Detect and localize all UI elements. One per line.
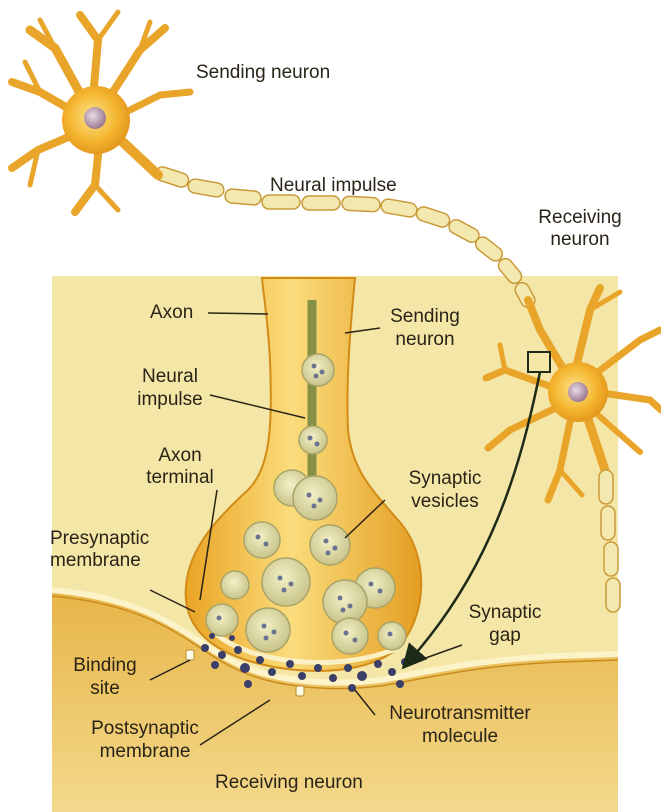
label-presynaptic-line2: membrane	[50, 550, 141, 572]
label-synaptic-gap-line1: Synaptic	[455, 602, 555, 624]
label-presynaptic-line1: Presynaptic	[50, 528, 149, 550]
label-neural-impulse: Neural impulse	[270, 175, 397, 197]
label-neural-impulse-inset-line1: Neural	[125, 366, 215, 388]
label-postsynaptic-line1: Postsynaptic	[80, 718, 210, 740]
label-receiving-line1: Receiving	[535, 207, 625, 229]
label-binding-site-line1: Binding	[60, 655, 150, 677]
label-binding-site-line2: site	[60, 678, 150, 700]
label-receiving-neuron-bottom: Receiving neuron	[215, 772, 363, 794]
label-axon: Axon	[150, 302, 193, 324]
label-axon-terminal-line1: Axon	[135, 445, 225, 467]
label-receiving-line2: neuron	[535, 229, 625, 251]
label-synaptic-vesicles-line1: Synaptic	[390, 468, 500, 490]
label-sending-inset-line1: Sending	[380, 306, 470, 328]
label-sending-neuron: Sending neuron	[196, 62, 330, 84]
label-neurotransmitter-line1: Neurotransmitter	[370, 703, 550, 725]
label-neurotransmitter-line2: molecule	[370, 726, 550, 748]
label-postsynaptic-line2: membrane	[80, 741, 210, 763]
label-synaptic-gap-line2: gap	[455, 625, 555, 647]
label-sending-inset-line2: neuron	[380, 329, 470, 351]
label-synaptic-vesicles-line2: vesicles	[390, 491, 500, 513]
label-axon-terminal-line2: terminal	[135, 467, 225, 489]
label-neural-impulse-inset-line2: impulse	[125, 389, 215, 411]
